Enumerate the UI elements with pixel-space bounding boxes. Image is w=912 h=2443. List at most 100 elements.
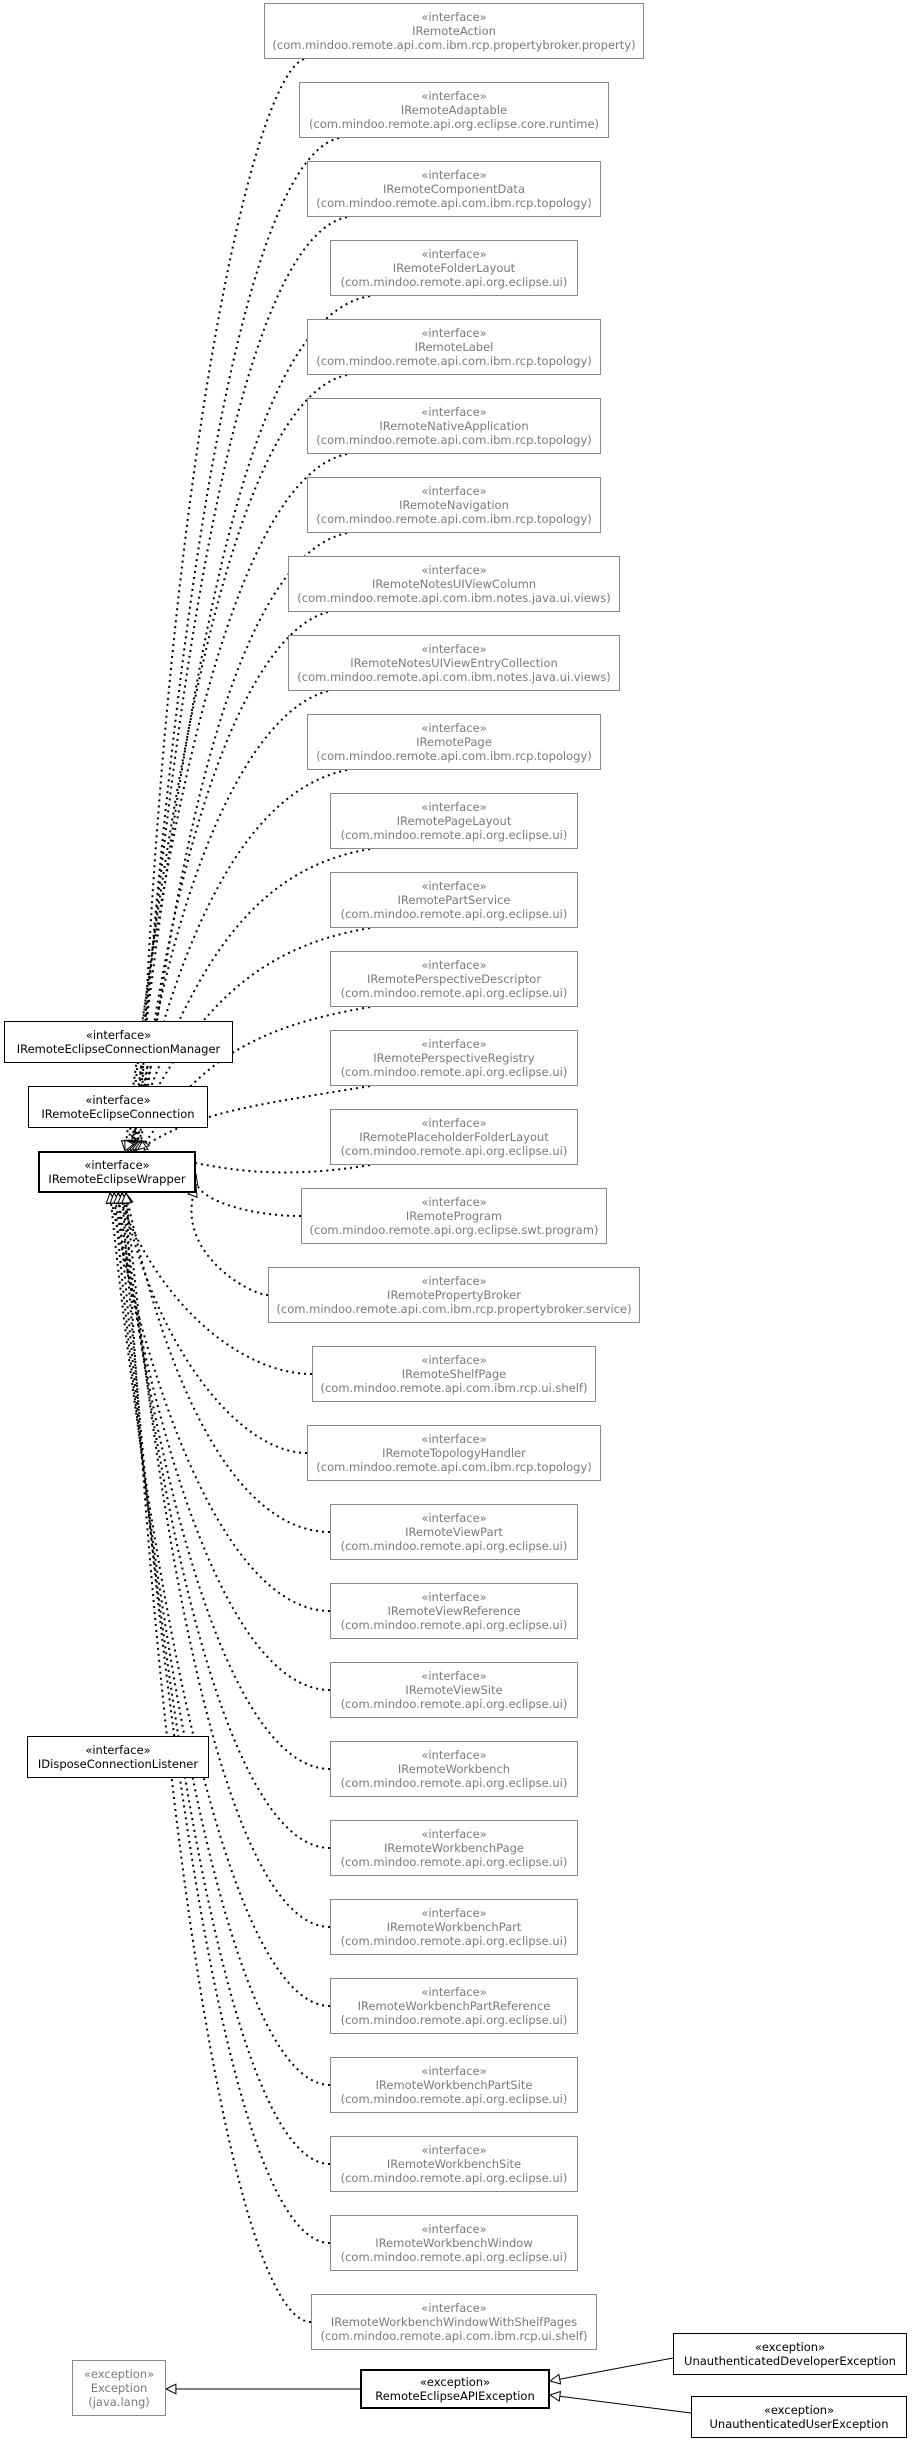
stereotype-label: «interface» — [421, 800, 487, 814]
realization-edge — [190, 1185, 269, 1296]
stereotype-label: «interface» — [421, 10, 487, 24]
package-name: (java.lang) — [88, 2395, 150, 2409]
stereotype-label: «interface» — [421, 1511, 487, 1525]
interface-node[interactable]: «interface» IRemoteViewSite (com.mindoo.… — [330, 1662, 578, 1718]
realization-edge — [136, 1085, 371, 1152]
package-name: (com.mindoo.remote.api.org.eclipse.ui) — [340, 1697, 568, 1711]
interface-name: IRemoteViewReference — [387, 1604, 521, 1618]
stereotype-label: «interface» — [421, 247, 487, 261]
interface-node[interactable]: «interface» IRemoteViewReference (com.mi… — [330, 1583, 578, 1639]
interface-node[interactable]: «interface» IRemotePage (com.mindoo.remo… — [307, 714, 601, 770]
interface-name: IRemoteShelfPage — [401, 1367, 507, 1381]
inheritance-edge — [549, 2357, 674, 2382]
interface-node[interactable]: «interface» IRemoteWorkbench (com.mindoo… — [330, 1741, 578, 1797]
interface-name: IRemoteTopologyHandler — [382, 1446, 526, 1460]
connection-node[interactable]: «interface» IRemoteEclipseConnection — [28, 1086, 208, 1128]
realization-edge — [133, 690, 329, 1152]
interface-node[interactable]: «interface» IRemoteWorkbenchPartSite (co… — [330, 2057, 578, 2113]
class-name: UnauthenticatedUserException — [709, 2417, 889, 2431]
class-name: IDisposeConnectionListener — [37, 1757, 199, 1771]
user-exception-node[interactable]: «exception» UnauthenticatedUserException — [691, 2396, 907, 2438]
interface-node[interactable]: «interface» IRemoteTopologyHandler (com.… — [307, 1425, 601, 1481]
interface-node[interactable]: «interface» IRemoteWorkbenchWindowWithSh… — [311, 2294, 597, 2350]
realization-edge — [109, 1192, 331, 1612]
eclipse-wrapper-node[interactable]: «interface» IRemoteEclipseWrapper — [38, 1151, 196, 1193]
realization-edge — [194, 1174, 302, 1217]
interface-name: IRemoteViewSite — [405, 1683, 503, 1697]
developer-exception-node[interactable]: «exception» UnauthenticatedDeveloperExce… — [673, 2333, 907, 2375]
interface-name: IRemoteProgram — [405, 1209, 503, 1223]
package-name: (com.mindoo.remote.api.com.ibm.rcp.topol… — [316, 749, 592, 763]
interface-name: IRemoteViewPart — [405, 1525, 503, 1539]
stereotype-label: «exception» — [754, 2340, 826, 2354]
interface-node[interactable]: «interface» IRemoteWorkbenchPart (com.mi… — [330, 1899, 578, 1955]
interface-name: IRemoteNativeApplication — [379, 419, 529, 433]
package-name: (com.mindoo.remote.api.org.eclipse.core.… — [308, 117, 600, 131]
interface-node[interactable]: «interface» IRemoteNotesUIViewColumn (co… — [288, 556, 620, 612]
realization-edge — [121, 1192, 308, 1454]
interface-node[interactable]: «interface» IRemotePerspectiveRegistry (… — [330, 1030, 578, 1086]
interface-name: IRemoteWorkbenchWindow — [375, 2236, 533, 2250]
dispose-listener-node[interactable]: «interface» IDisposeConnectionListener — [27, 1736, 209, 1778]
package-name: (com.mindoo.remote.api.com.ibm.rcp.topol… — [316, 512, 592, 526]
stereotype-label: «interface» — [421, 89, 487, 103]
package-name: (com.mindoo.remote.api.org.eclipse.ui) — [340, 1934, 568, 1948]
realization-arrowhead — [120, 1191, 133, 1204]
interface-node[interactable]: «interface» IRemoteLabel (com.mindoo.rem… — [307, 319, 601, 375]
interface-name: IRemoteAction — [412, 24, 496, 38]
connection-manager-node[interactable]: «interface» IRemoteEclipseConnectionMana… — [4, 1021, 233, 1063]
interface-name: IRemoteNotesUIViewColumn — [371, 577, 537, 591]
package-name: (com.mindoo.remote.api.org.eclipse.ui) — [340, 275, 568, 289]
stereotype-label: «interface» — [421, 721, 487, 735]
interface-node[interactable]: «interface» IRemoteNativeApplication (co… — [307, 398, 601, 454]
java-exception-node[interactable]: «exception» Exception (java.lang) — [72, 2360, 166, 2416]
package-name: (com.mindoo.remote.api.org.eclipse.ui) — [340, 1539, 568, 1553]
api-exception-node[interactable]: «exception» RemoteEclipseAPIException — [360, 2369, 550, 2409]
interface-node[interactable]: «interface» IRemotePlaceholderFolderLayo… — [330, 1109, 578, 1165]
interface-node[interactable]: «interface» IRemoteWorkbenchPage (com.mi… — [330, 1820, 578, 1876]
interface-node[interactable]: «interface» IRemoteWorkbenchWindow (com.… — [330, 2215, 578, 2271]
inheritance-arrowhead — [548, 2373, 562, 2385]
interface-node[interactable]: «interface» IRemoteShelfPage (com.mindoo… — [312, 1346, 596, 1402]
interface-node[interactable]: «interface» IRemotePageLayout (com.mindo… — [330, 793, 578, 849]
class-name: RemoteEclipseAPIException — [375, 2389, 535, 2403]
interface-name: IRemoteWorkbenchPage — [384, 1841, 524, 1855]
stereotype-label: «interface» — [421, 1748, 487, 1762]
interface-name: IRemotePage — [416, 735, 492, 749]
stereotype-label: «interface» — [421, 1906, 487, 1920]
class-name: UnauthenticatedDeveloperException — [684, 2354, 896, 2368]
interface-name: IRemotePartService — [397, 893, 511, 907]
interface-node[interactable]: «interface» IRemoteAdaptable (com.mindoo… — [299, 82, 609, 138]
class-name: IRemoteEclipseConnectionManager — [16, 1042, 221, 1056]
interface-name: IRemoteAdaptable — [400, 103, 508, 117]
interface-name: IRemoteLabel — [414, 340, 494, 354]
stereotype-label: «interface» — [421, 563, 487, 577]
interface-node[interactable]: «interface» IRemotePerspectiveDescriptor… — [330, 951, 578, 1007]
interface-name: IRemoteWorkbenchSite — [386, 2157, 522, 2171]
realization-edge — [121, 1192, 331, 2244]
interface-node[interactable]: «interface» IRemoteWorkbenchPartReferenc… — [330, 1978, 578, 2034]
realization-edge — [125, 1192, 331, 1928]
stereotype-label: «interface» — [421, 2301, 487, 2315]
interface-node[interactable]: «interface» IRemoteViewPart (com.mindoo.… — [330, 1504, 578, 1560]
interface-name: IRemoteComponentData — [383, 182, 525, 196]
realization-edge — [121, 1192, 331, 1849]
stereotype-label: «interface» — [421, 1274, 487, 1288]
stereotype-label: «interface» — [421, 642, 487, 656]
stereotype-label: «interface» — [421, 879, 487, 893]
interface-name: IRemoteNotesUIViewEntryCollection — [350, 656, 558, 670]
inheritance-edge — [549, 2394, 692, 2414]
stereotype-label: «interface» — [421, 2143, 487, 2157]
interface-node[interactable]: «interface» IRemoteFolderLayout (com.min… — [330, 240, 578, 296]
interface-node[interactable]: «interface» IRemoteComponentData (com.mi… — [307, 161, 601, 217]
interface-node[interactable]: «interface» IRemoteProgram (com.mindoo.r… — [301, 1188, 607, 1244]
package-name: (com.mindoo.remote.api.org.eclipse.ui) — [340, 1855, 568, 1869]
interface-node[interactable]: «interface» IRemoteNotesUIViewEntryColle… — [288, 635, 620, 691]
realization-edge — [125, 1192, 312, 2323]
interface-node[interactable]: «interface» IRemotePropertyBroker (com.m… — [268, 1267, 640, 1323]
interface-node[interactable]: «interface» IRemoteAction (com.mindoo.re… — [264, 3, 644, 59]
interface-node[interactable]: «interface» IRemoteNavigation (com.mindo… — [307, 477, 601, 533]
interface-node[interactable]: «interface» IRemoteWorkbenchSite (com.mi… — [330, 2136, 578, 2192]
interface-node[interactable]: «interface» IRemotePartService (com.mind… — [330, 872, 578, 928]
stereotype-label: «interface» — [421, 2222, 487, 2236]
